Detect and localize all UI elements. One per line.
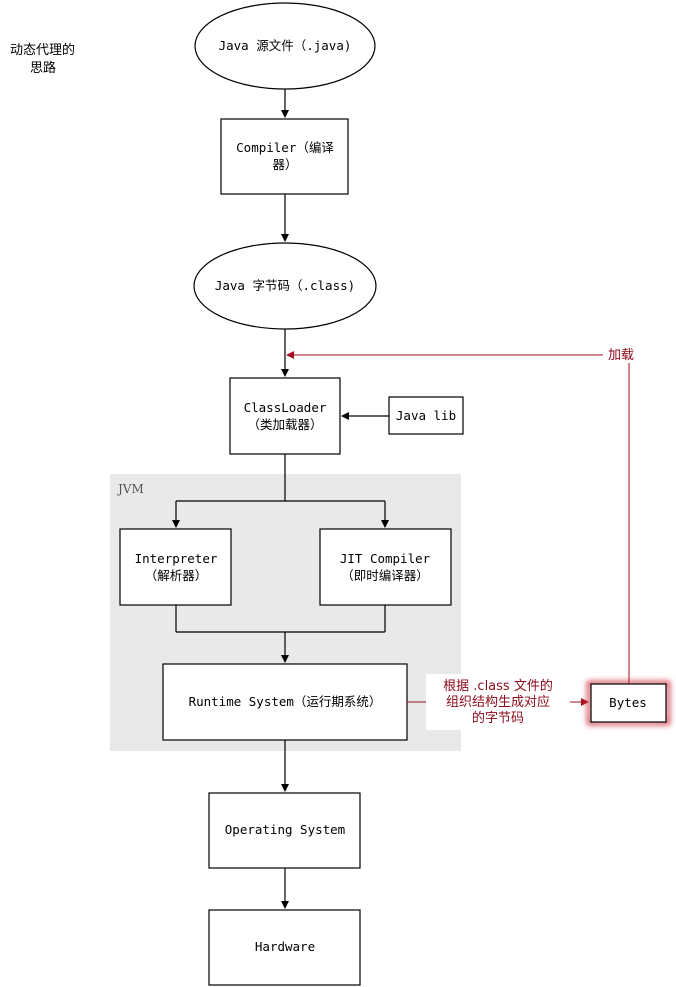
jvm-label: JVM [116, 482, 144, 496]
bytes-node [590, 683, 667, 723]
bytecode-label: Java 字节码（.class) [215, 278, 355, 293]
note-title-line1: 动态代理的 [10, 42, 75, 58]
generate-note-line1: 根据 .class 文件的 [443, 678, 553, 694]
java-source-label: Java 源文件（.java) [219, 38, 352, 53]
classloader-label-line1: ClassLoader [244, 400, 327, 415]
os-node [208, 792, 361, 869]
note-title-line2: 思路 [30, 60, 56, 76]
runtime-label: Runtime System（运行期系统） [189, 694, 382, 709]
java-lib-node [388, 396, 464, 435]
os-label: Operating System [225, 822, 345, 837]
java-lib-label: Java lib [396, 408, 456, 423]
interpreter-node [119, 528, 232, 606]
generate-note-line2: 组织结构生成对应 [446, 694, 550, 710]
jit-label-line1: JIT Compiler [340, 551, 431, 566]
load-note: 加载 [608, 348, 634, 363]
hardware-label: Hardware [255, 939, 315, 954]
interpreter-label-line1: Interpreter [135, 551, 218, 566]
jit-label-line2: （即时编译器） [341, 568, 429, 583]
compiler-label-line1: Compiler（编译 [236, 140, 334, 155]
jit-node [319, 528, 452, 606]
classloader-label-line2: （类加载器） [247, 417, 322, 432]
hardware-node [208, 909, 361, 986]
generate-note-line3: 的字节码 [472, 710, 524, 726]
interpreter-label-line2: （解析器） [145, 568, 208, 583]
compiler-label-line2: 器） [272, 157, 297, 172]
generate-note-bg [426, 674, 570, 730]
load-note-bg [603, 345, 639, 363]
classloader-node [229, 377, 341, 455]
runtime-node [162, 663, 408, 741]
bytes-label: Bytes [609, 695, 647, 710]
